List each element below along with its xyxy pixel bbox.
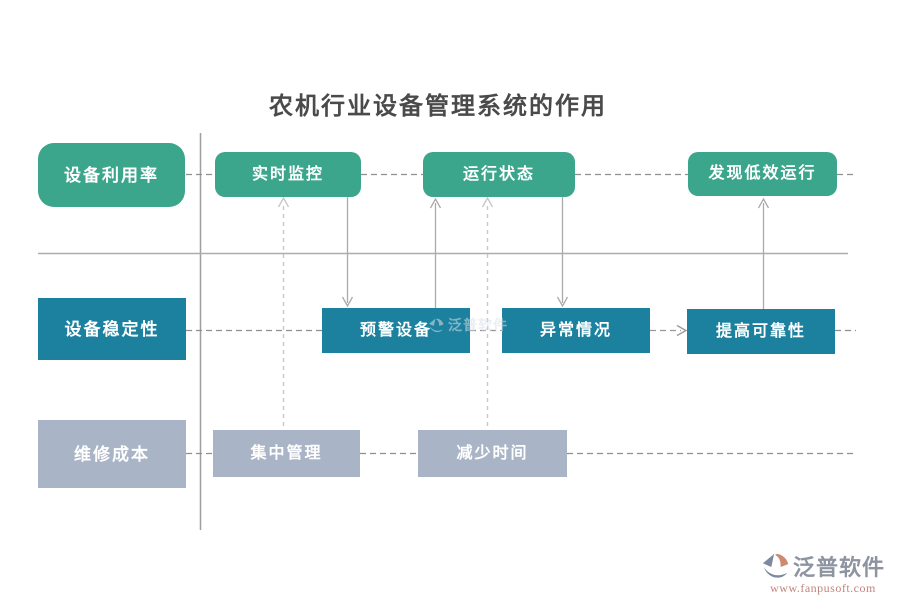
node-centralized-management: 集中管理 (213, 430, 360, 477)
arrow-realtime-monitoring-to-warning-equipment (341, 197, 354, 308)
dashed-arrow-reduce-time-to-operating-status (481, 196, 494, 428)
node-text: 发现低效运行 (708, 165, 817, 182)
fanpu-logo-icon (762, 553, 789, 578)
brand-name-text: 泛普软件 (792, 555, 885, 580)
lane-label-text: 设备稳定性 (64, 319, 160, 339)
lane-label-equipment-stability: 设备稳定性 (38, 298, 186, 360)
fanpu-brand-logo: 泛普软件 www.fanpusoft.com (752, 550, 894, 596)
lane-label-text: 维修成本 (74, 444, 150, 464)
node-text: 实时监控 (251, 165, 324, 183)
lane-label-maintenance-cost: 维修成本 (38, 420, 186, 488)
node-warning-equipment: 预警设备 (322, 308, 470, 353)
node-text: 集中管理 (250, 444, 323, 462)
arrow-warning-equipment-to-operating-status (429, 197, 442, 308)
dashed-arrow-central-management-to-realtime-monitoring (277, 196, 290, 428)
brand-url-text: www.fanpusoft.com (770, 581, 876, 595)
node-text: 提高可靠性 (715, 322, 806, 340)
node-realtime-monitoring: 实时监控 (215, 152, 361, 197)
node-improve-reliability: 提高可靠性 (687, 309, 835, 354)
node-abnormal-situation: 异常情况 (502, 308, 650, 353)
node-operating-status: 运行状态 (423, 152, 575, 197)
lane-label-text: 设备利用率 (64, 165, 159, 185)
arrow-operating-status-to-abnormal-situation (556, 197, 569, 308)
node-discover-inefficient-operation: 发现低效运行 (688, 152, 837, 196)
arrow-improve-reliability-to-discover-inefficiency (757, 197, 770, 309)
node-text: 减少时间 (456, 444, 529, 462)
node-text: 预警设备 (359, 321, 432, 339)
node-text: 运行状态 (462, 165, 535, 183)
diagram-title: 农机行业设备管理系统的作用 (269, 94, 607, 120)
dashed-arrow-abnormal-situation-to-improve-reliability (650, 324, 688, 337)
lane-label-equipment-utilization: 设备利用率 (38, 143, 185, 207)
node-reduce-time: 减少时间 (418, 430, 567, 477)
node-text: 异常情况 (539, 321, 612, 339)
